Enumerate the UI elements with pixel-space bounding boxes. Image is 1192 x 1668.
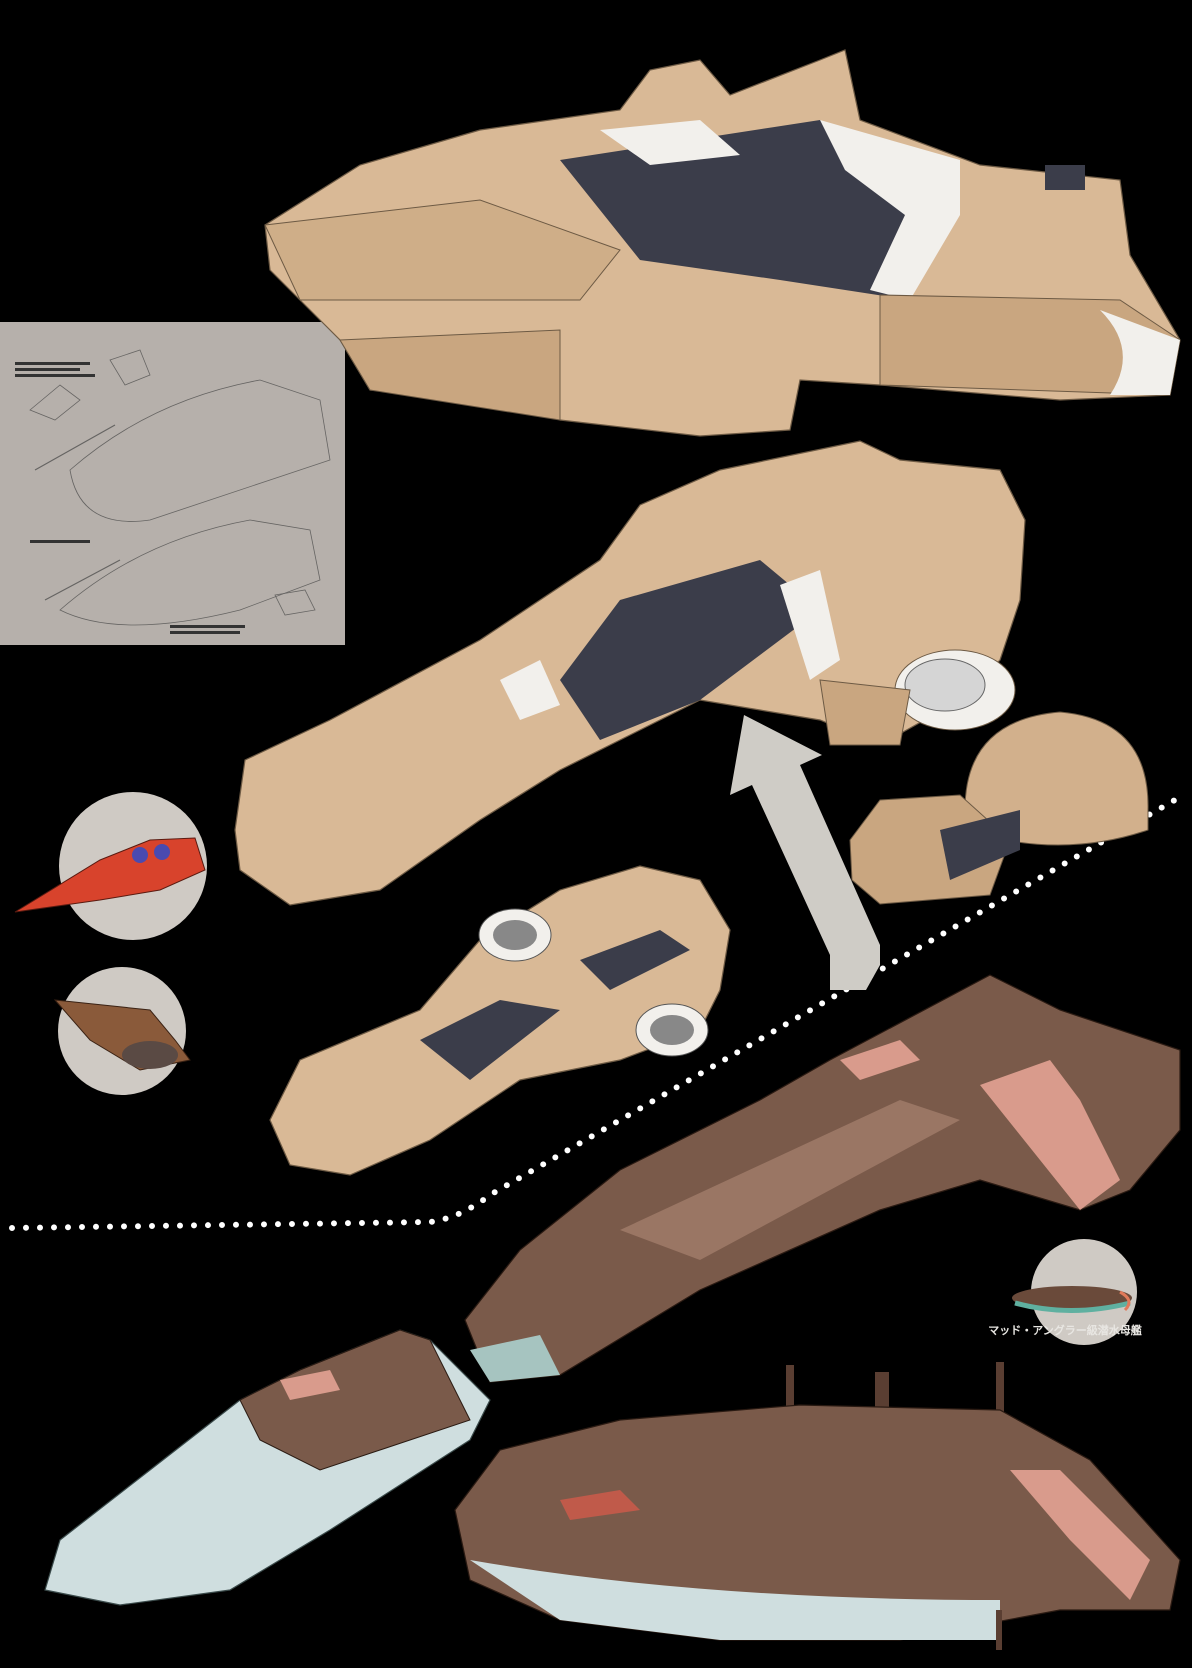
transformation-arrow: [730, 715, 880, 990]
submarine-class-caption: マッド・アングラー級潜水母艦: [988, 1324, 1142, 1337]
brown-submarine-carrier: [454, 1362, 1181, 1650]
pale-hull-ship: [44, 1329, 491, 1606]
dotted-divider-line: [9, 794, 1183, 1231]
sketch-panel: [0, 322, 345, 645]
brown-ship-roundel: [53, 967, 191, 1095]
dome-turret-module: [849, 711, 1149, 905]
lower-tan-ship: [269, 865, 731, 1176]
submarine-roundel: [1012, 1239, 1137, 1345]
brown-carrier-ship: [464, 974, 1181, 1383]
red-ship-roundel: [14, 792, 207, 940]
top-tan-ship: [264, 49, 1181, 437]
middle-tan-ship: [234, 440, 1026, 906]
